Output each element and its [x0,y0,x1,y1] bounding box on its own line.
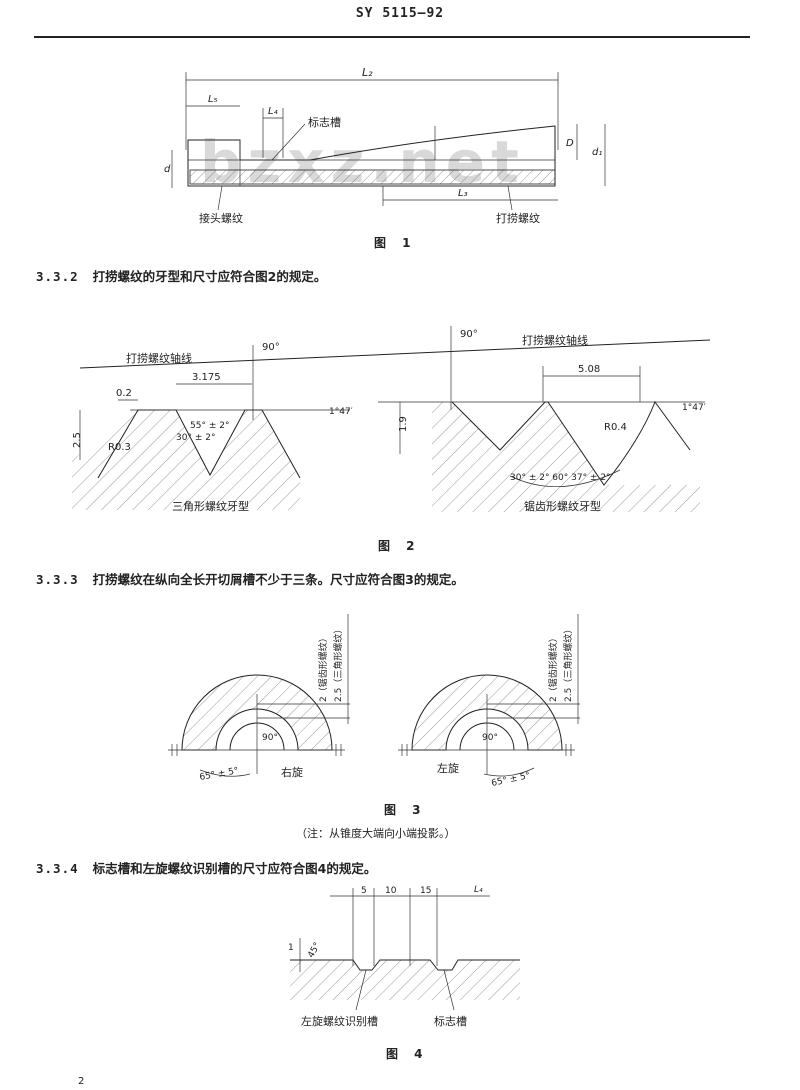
fig2-crest: 0.2 [116,388,132,399]
fig2-profile-left: 三角形螺纹牙型 [172,499,249,513]
fig4-label-l4: L₄ [474,885,483,895]
section-text: 标志槽和左旋螺纹识别槽的尺寸应符合图4的规定。 [92,861,377,876]
fig4-width-10: 10 [385,886,397,896]
fig3-left-hand: 左旋 [437,761,459,775]
fig2-taper-right: 1°47′ [682,403,706,413]
fig1-label-mark-groove: 标志槽 [308,115,341,129]
figure-2-caption: 图 2 [378,539,421,553]
watermark: bzxz.net [200,128,525,196]
figure-1-drawing: L₂ L₅ L₄ 标志槽 d D d₁ L₃ 接头螺纹 打捞螺纹 [164,66,606,225]
figure-3-caption: 图 3 [384,803,427,817]
section-3-3-3: 3.3.3 打捞螺纹在纵向全长开切屑槽不少于三条。尺寸应符合图3的规定。 [36,569,464,588]
fig1-label-l3: L₃ [458,188,468,199]
header-standard-number: SY 5115—92 [355,6,445,21]
figure-2-drawing: 打捞螺纹轴线 打捞螺纹轴线 90° 90° 0.2 3.175 2.5 R0.3… [72,326,711,513]
fig2-angle-left-1: 55° ± 2° [190,421,229,431]
fig2-axis-right: 打捞螺纹轴线 [522,333,588,347]
section-3-3-2: 3.3.2 打捞螺纹的牙型和尺寸应符合图2的规定。 [36,266,326,285]
fig3-right-angle-90: 90° [482,733,498,743]
fig1-label-l2: L₂ [362,66,373,79]
fig4-left-groove: 左旋螺纹识别槽 [301,1014,378,1028]
fig3-right-hand: 右旋 [281,765,303,779]
fig2-profile-right: 锯齿形螺纹牙型 [524,499,601,513]
figure-1-caption: 图 1 [374,236,417,250]
fig4-width-15: 15 [420,886,431,896]
section-3-3-4: 3.3.4 标志槽和左旋螺纹识别槽的尺寸应符合图4的规定。 [36,858,376,877]
fig3-right-angle-65: 65° ± 5° [491,771,532,789]
fig3-left-angle-65: 65° ± 5° [199,766,240,783]
fig2-height-right: 1.9 [398,416,409,432]
fig2-pitch-right: 5.08 [578,364,600,375]
fig2-radius-right: R0.4 [604,422,627,433]
figure-3-drawing: 2（锯齿形螺纹） 2.5（三角形螺纹） 90° 65° ± 5° 右旋 2（锯齿… [168,614,580,789]
fig1-label-fishing-thread: 打捞螺纹 [496,211,540,225]
header-rule [34,36,750,38]
section-text: 打捞螺纹的牙型和尺寸应符合图2的规定。 [92,269,327,284]
page-number: 2 [78,1076,85,1087]
section-number: 3.3.4 [36,861,79,876]
fig2-radius-left: R0.3 [108,442,131,453]
section-text: 打捞螺纹在纵向全长开切屑槽不少于三条。尺寸应符合图3的规定。 [92,572,464,587]
fig3-left-dim-2: 2.5（三角形螺纹） [332,625,344,702]
fig2-angle-90-left: 90° [262,342,280,353]
figure-3-note: （注：从锥度大端向小端投影。） [296,827,456,840]
figure-4-caption: 图 4 [386,1047,429,1061]
fig2-axis-left: 打捞螺纹轴线 [126,351,192,365]
fig1-label-d: d [164,164,171,175]
fig1-label-d1: d₁ [592,147,602,158]
fig1-label-l5: L₅ [208,94,218,105]
fig3-right-section: 2（锯齿形螺纹） 2.5（三角形螺纹） 90° 65° ± 5° 左旋 [398,614,580,789]
section-number: 3.3.2 [36,269,79,284]
fig4-mark-groove: 标志槽 [434,1014,467,1028]
fig2-angle-right: 30° ± 2° 60° 37° ± 2° [510,473,611,483]
fig2-height-left: 2.5 [72,432,83,448]
fig3-left-section: 2（锯齿形螺纹） 2.5（三角形螺纹） 90° 65° ± 5° 右旋 [168,614,350,783]
fig2-pitch-left: 3.175 [192,372,221,383]
fig3-right-dim-2: 2.5（三角形螺纹） [562,625,574,702]
section-number: 3.3.3 [36,572,79,587]
fig2-taper-left: 1°47′ [329,407,353,417]
fig2-angle-90-right: 90° [460,329,478,340]
fig3-left-angle-90: 90° [262,733,278,743]
fig1-label-big-d: D [566,138,574,149]
fig1-label-joint-thread: 接头螺纹 [199,211,243,225]
fig1-label-l4: L₄ [268,106,278,117]
fig3-right-dim-1: 2（锯齿形螺纹） [547,633,559,702]
fig4-angle: 45° [306,941,323,960]
fig3-left-dim-1: 2（锯齿形螺纹） [317,633,329,702]
figure-4-drawing: 5 10 15 L₄ 1 45° 左旋螺纹识别槽 标志槽 [288,885,520,1028]
fig4-width-5: 5 [361,886,367,896]
fig4-depth: 1 [288,943,294,953]
fig2-angle-left-2: 30° ± 2° [176,433,215,443]
